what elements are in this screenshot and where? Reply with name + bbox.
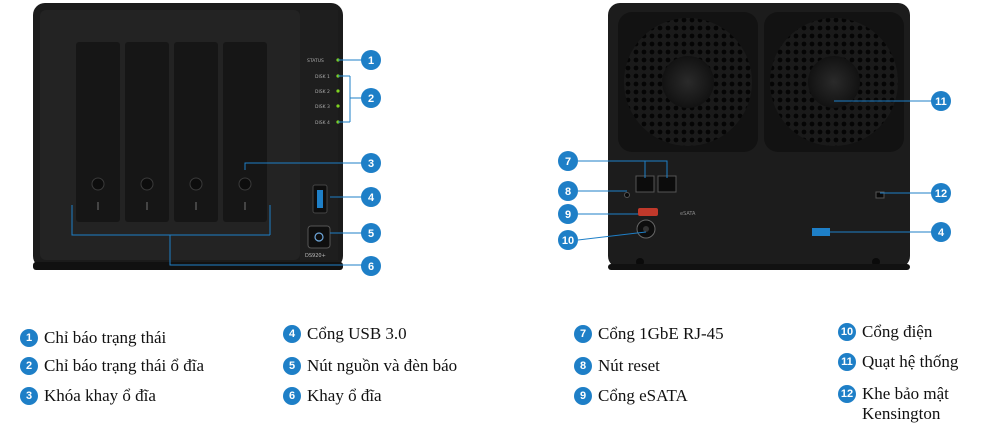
callout-4-rear: 4 xyxy=(938,227,945,239)
fan-right xyxy=(764,12,904,152)
legend-text: Khay ổ đĩa xyxy=(307,386,382,405)
esata-label: eSATA xyxy=(680,211,696,217)
legend-badge: 7 xyxy=(574,325,592,343)
legend-badge: 1 xyxy=(20,329,38,347)
power-button xyxy=(307,225,331,249)
legend-badge: 11 xyxy=(838,353,856,371)
callout-8: 8 xyxy=(565,186,571,198)
legend-text: Quạt hệ thống xyxy=(862,352,959,371)
callout-2: 2 xyxy=(368,93,374,105)
legend-item-11: 11 Quạt hệ thống xyxy=(838,352,958,372)
front-callouts: 1 2 3 4 5 6 xyxy=(361,50,381,276)
legend-text: Khóa khay ổ đĩa xyxy=(44,386,156,405)
drive-bay-1 xyxy=(76,42,120,222)
legend-text: Khe bảo mật Kensington xyxy=(862,384,949,423)
legend-item-5: 5 Nút nguồn và đèn báo xyxy=(283,356,457,376)
rear-usb-port xyxy=(812,228,830,236)
reset-button xyxy=(624,192,630,198)
legend-badge: 9 xyxy=(574,387,592,405)
rear-callout-lines xyxy=(577,100,932,241)
drive-bay-4 xyxy=(223,42,267,222)
legend-badge: 8 xyxy=(574,357,592,375)
legend-badge: 5 xyxy=(283,357,301,375)
legend-item-10: 10 Cổng điện xyxy=(838,322,932,342)
device-photos: STATUS DISK 1 DISK 2 DISK 3 DISK 4 DS920… xyxy=(33,3,951,276)
legend-badge: 6 xyxy=(283,387,301,405)
legend-item-4: 4 Cổng USB 3.0 xyxy=(283,324,407,344)
kensington-slot xyxy=(875,191,885,199)
callout-3: 3 xyxy=(368,158,374,170)
drive-bay-2 xyxy=(125,42,169,222)
led-label-disk2: DISK 2 xyxy=(315,89,330,95)
legend-badge: 10 xyxy=(838,323,856,341)
esata-port xyxy=(638,208,658,216)
led-label-disk3: DISK 3 xyxy=(315,104,330,110)
legend-text: Cổng USB 3.0 xyxy=(307,324,407,343)
legend-text: Nút nguồn và đèn báo xyxy=(307,356,458,375)
lan-port-2 xyxy=(657,175,677,193)
callout-10: 10 xyxy=(562,235,574,247)
legend-item-6: 6 Khay ổ đĩa xyxy=(283,386,382,406)
callout-1: 1 xyxy=(368,55,374,67)
led-label-status: STATUS xyxy=(307,58,324,64)
legend: 1 Chỉ báo trạng thái 2 Chỉ báo trạng thá… xyxy=(0,300,1000,426)
legend-text: Cổng 1GbE RJ-45 xyxy=(598,324,724,343)
drive-bay-3 xyxy=(174,42,218,222)
lan-port-1 xyxy=(635,175,655,193)
legend-item-3: 3 Khóa khay ổ đĩa xyxy=(20,386,156,406)
legend-item-8: 8 Nút reset xyxy=(574,356,660,376)
led-label-disk4: DISK 4 xyxy=(315,120,330,126)
legend-text: Chỉ báo trạng thái xyxy=(44,328,167,347)
legend-badge: 12 xyxy=(838,385,856,403)
front-callout-lines xyxy=(71,59,362,266)
legend-text: Nút reset xyxy=(598,356,660,375)
legend-badge: 4 xyxy=(283,325,301,343)
legend-item-1: 1 Chỉ báo trạng thái xyxy=(20,328,166,348)
rear-callouts: 7 8 9 10 11 12 4 xyxy=(558,91,951,250)
callout-4-front: 4 xyxy=(368,192,375,204)
legend-item-2: 2 Chỉ báo trạng thái ổ đĩa xyxy=(20,356,204,376)
callout-7: 7 xyxy=(565,156,571,168)
rear-unit: eSATA xyxy=(608,3,910,270)
callout-5: 5 xyxy=(368,228,374,240)
device-illustration: STATUS DISK 1 DISK 2 DISK 3 DISK 4 DS920… xyxy=(33,3,951,276)
front-unit: STATUS DISK 1 DISK 2 DISK 3 DISK 4 DS920… xyxy=(33,3,343,270)
legend-badge: 2 xyxy=(20,357,38,375)
callout-9: 9 xyxy=(565,209,571,221)
callout-11: 11 xyxy=(935,96,947,108)
legend-text: Cổng điện xyxy=(862,322,933,341)
legend-badge: 3 xyxy=(20,387,38,405)
model-label: DS920+ xyxy=(305,253,326,259)
legend-item-12: 12 Khe bảo mật Kensington xyxy=(838,384,988,424)
fan-left xyxy=(618,12,758,152)
legend-item-7: 7 Cổng 1GbE RJ-45 xyxy=(574,324,724,344)
legend-text: Cổng eSATA xyxy=(598,386,688,405)
legend-item-9: 9 Cổng eSATA xyxy=(574,386,688,406)
callout-12: 12 xyxy=(935,188,947,200)
callout-6: 6 xyxy=(368,261,374,273)
led-label-disk1: DISK 1 xyxy=(315,74,330,80)
legend-text: Chỉ báo trạng thái ổ đĩa xyxy=(44,356,205,375)
